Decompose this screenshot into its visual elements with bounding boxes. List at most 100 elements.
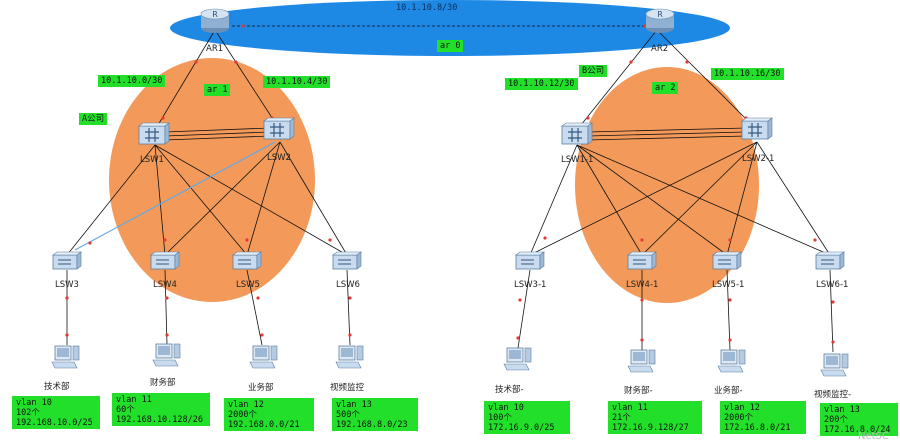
vlan-host-count: 200个 [824, 415, 848, 425]
link-lsw1-lsw2-a [164, 127, 271, 133]
vlan-box-b1: vlan 10 100个 172.16.9.0/25 [484, 401, 570, 434]
link-lsw2-lsw3 [74, 141, 276, 251]
watermark: NetSC [858, 431, 889, 442]
vlan-box-b3: vlan 12 2000个 172.16.8.0/21 [720, 401, 806, 434]
core-switch-lsw1-icon[interactable] [138, 122, 170, 145]
area0-ellipse [170, 0, 730, 56]
vlan-id: vlan 11 [612, 403, 648, 413]
router-ar1-icon[interactable] [200, 8, 230, 34]
links [66, 25, 834, 353]
router-ar2-icon[interactable] [645, 8, 675, 34]
access-switch-lsw3-icon[interactable] [52, 251, 82, 270]
port-dots [65, 24, 835, 344]
vlan-box-a2: vlan 11 60个 192.168.10.128/26 [112, 393, 210, 426]
core-switch-lsw2-icon[interactable] [263, 117, 295, 140]
vlan-network: 172.16.8.0/24 [824, 425, 891, 435]
subnet-ar2-lsw2-label: 10.1.10.16/30 [711, 68, 784, 80]
area0-label: ar 0 [437, 40, 464, 52]
vlan-host-count: 100个 [488, 413, 512, 423]
subnet-ar1-lsw1-label: 10.1.10.0/30 [98, 75, 166, 87]
vlan-box-b2: vlan 11 21个 172.16.9.128/27 [608, 401, 702, 434]
access-switch-lsw3b-icon[interactable] [515, 251, 545, 270]
lsw2b-caption: LSW2-1 [742, 154, 775, 164]
link-ar1-lsw1 [154, 29, 216, 131]
router-ar2-caption: AR2 [651, 44, 669, 54]
link-lsw1-lsw2-c [164, 135, 271, 141]
vlan-network: 192.168.8.0/23 [336, 420, 408, 430]
area2-ellipse [575, 67, 759, 303]
access-switch-lsw5b-icon[interactable] [712, 251, 742, 270]
core-switch-lsw2b-icon[interactable] [741, 117, 773, 140]
link-lsw1b-lsw2b-b [587, 131, 747, 137]
lsw3b-caption: LSW3-1 [514, 280, 547, 290]
vlan-id: vlan 11 [116, 395, 152, 405]
lsw4b-caption: LSW4-1 [626, 280, 659, 290]
host-b3-caption: 业务部- [714, 386, 743, 396]
vlan-box-a1: vlan 10 102个 192.168.10.0/25 [12, 396, 100, 429]
link-ar2-lsw1b [576, 29, 658, 131]
company-a-label: A公司 [79, 113, 108, 125]
backbone-subnet-label: 10.1.10.8/30 [396, 3, 458, 13]
vlan-host-count: 21个 [612, 413, 631, 423]
vlan-host-count: 2000个 [228, 410, 257, 420]
area2-label: ar 2 [652, 82, 679, 94]
core-switch-lsw1b-icon[interactable] [561, 122, 593, 145]
host-b4-caption: 视频监控- [814, 390, 852, 400]
host-a3-pc-icon[interactable] [249, 345, 278, 369]
link-lsw1b-lsw2b-c [587, 135, 747, 141]
area1-ellipse [109, 58, 315, 302]
host-b3-pc-icon[interactable] [717, 349, 746, 373]
lsw2-caption: LSW2 [267, 153, 291, 163]
lsw1b-caption: LSW1-1 [561, 155, 594, 165]
vlan-id: vlan 12 [724, 403, 760, 413]
host-b4-pc-icon[interactable] [820, 353, 849, 377]
lsw1-caption: LSW1 [140, 155, 164, 165]
lsw5-caption: LSW5 [236, 280, 260, 290]
vlan-network: 192.168.0.0/21 [228, 420, 300, 430]
access-switch-lsw5-icon[interactable] [232, 251, 262, 270]
access-switch-lsw4b-icon[interactable] [627, 251, 657, 270]
vlan-host-count: 60个 [116, 405, 135, 415]
host-a4-caption: 视频监控 [330, 383, 365, 393]
access-switch-lsw6b-icon[interactable] [815, 251, 845, 270]
link-ar2-lsw2b [656, 29, 758, 131]
vlan-box-a4: vlan 13 500个 192.168.8.0/23 [332, 398, 418, 431]
access-switch-lsw6-icon[interactable] [332, 251, 362, 270]
lsw4-caption: LSW4 [153, 280, 177, 290]
vlan-host-count: 102个 [16, 408, 40, 418]
host-a2-pc-icon[interactable] [152, 343, 181, 367]
vlan-box-a3: vlan 12 2000个 192.168.0.0/21 [224, 398, 314, 431]
host-b2-pc-icon[interactable] [627, 349, 656, 373]
vlan-id: vlan 13 [336, 400, 372, 410]
vlan-id: vlan 13 [824, 405, 860, 415]
host-b1-pc-icon[interactable] [503, 347, 532, 371]
link-ar1-lsw2 [214, 29, 281, 131]
vlan-network: 172.16.8.0/21 [724, 423, 791, 433]
vlan-network: 172.16.9.0/25 [488, 423, 555, 433]
vlan-network: 192.168.10.0/25 [16, 418, 93, 428]
link-lsw1-lsw2-b [164, 131, 271, 137]
vlan-box-b4: vlan 13 200个 172.16.8.0/24 [820, 403, 898, 436]
host-a3-caption: 业务部 [248, 383, 274, 393]
lsw3-caption: LSW3 [55, 280, 79, 290]
company-b-label: B公司 [579, 65, 608, 77]
host-a1-pc-icon[interactable] [51, 345, 80, 369]
host-b1-caption: 技术部- [495, 385, 524, 395]
link-lsw1b-lsw2b-a [587, 127, 747, 133]
host-b2-caption: 财务部- [624, 386, 653, 396]
host-a4-pc-icon[interactable] [335, 345, 364, 369]
vlan-id: vlan 10 [488, 403, 524, 413]
lsw6-caption: LSW6 [336, 280, 360, 290]
vlan-host-count: 2000个 [724, 413, 753, 423]
host-a1-caption: 技术部 [44, 382, 70, 392]
vlan-host-count: 500个 [336, 410, 360, 420]
vlan-network: 172.16.9.128/27 [612, 423, 689, 433]
lsw6b-caption: LSW6-1 [816, 280, 849, 290]
host-a2-caption: 财务部 [150, 378, 176, 388]
access-switch-lsw4-icon[interactable] [150, 251, 180, 270]
lsw5b-caption: LSW5-1 [712, 280, 745, 290]
vlan-id: vlan 10 [16, 398, 52, 408]
vlan-id: vlan 12 [228, 400, 264, 410]
